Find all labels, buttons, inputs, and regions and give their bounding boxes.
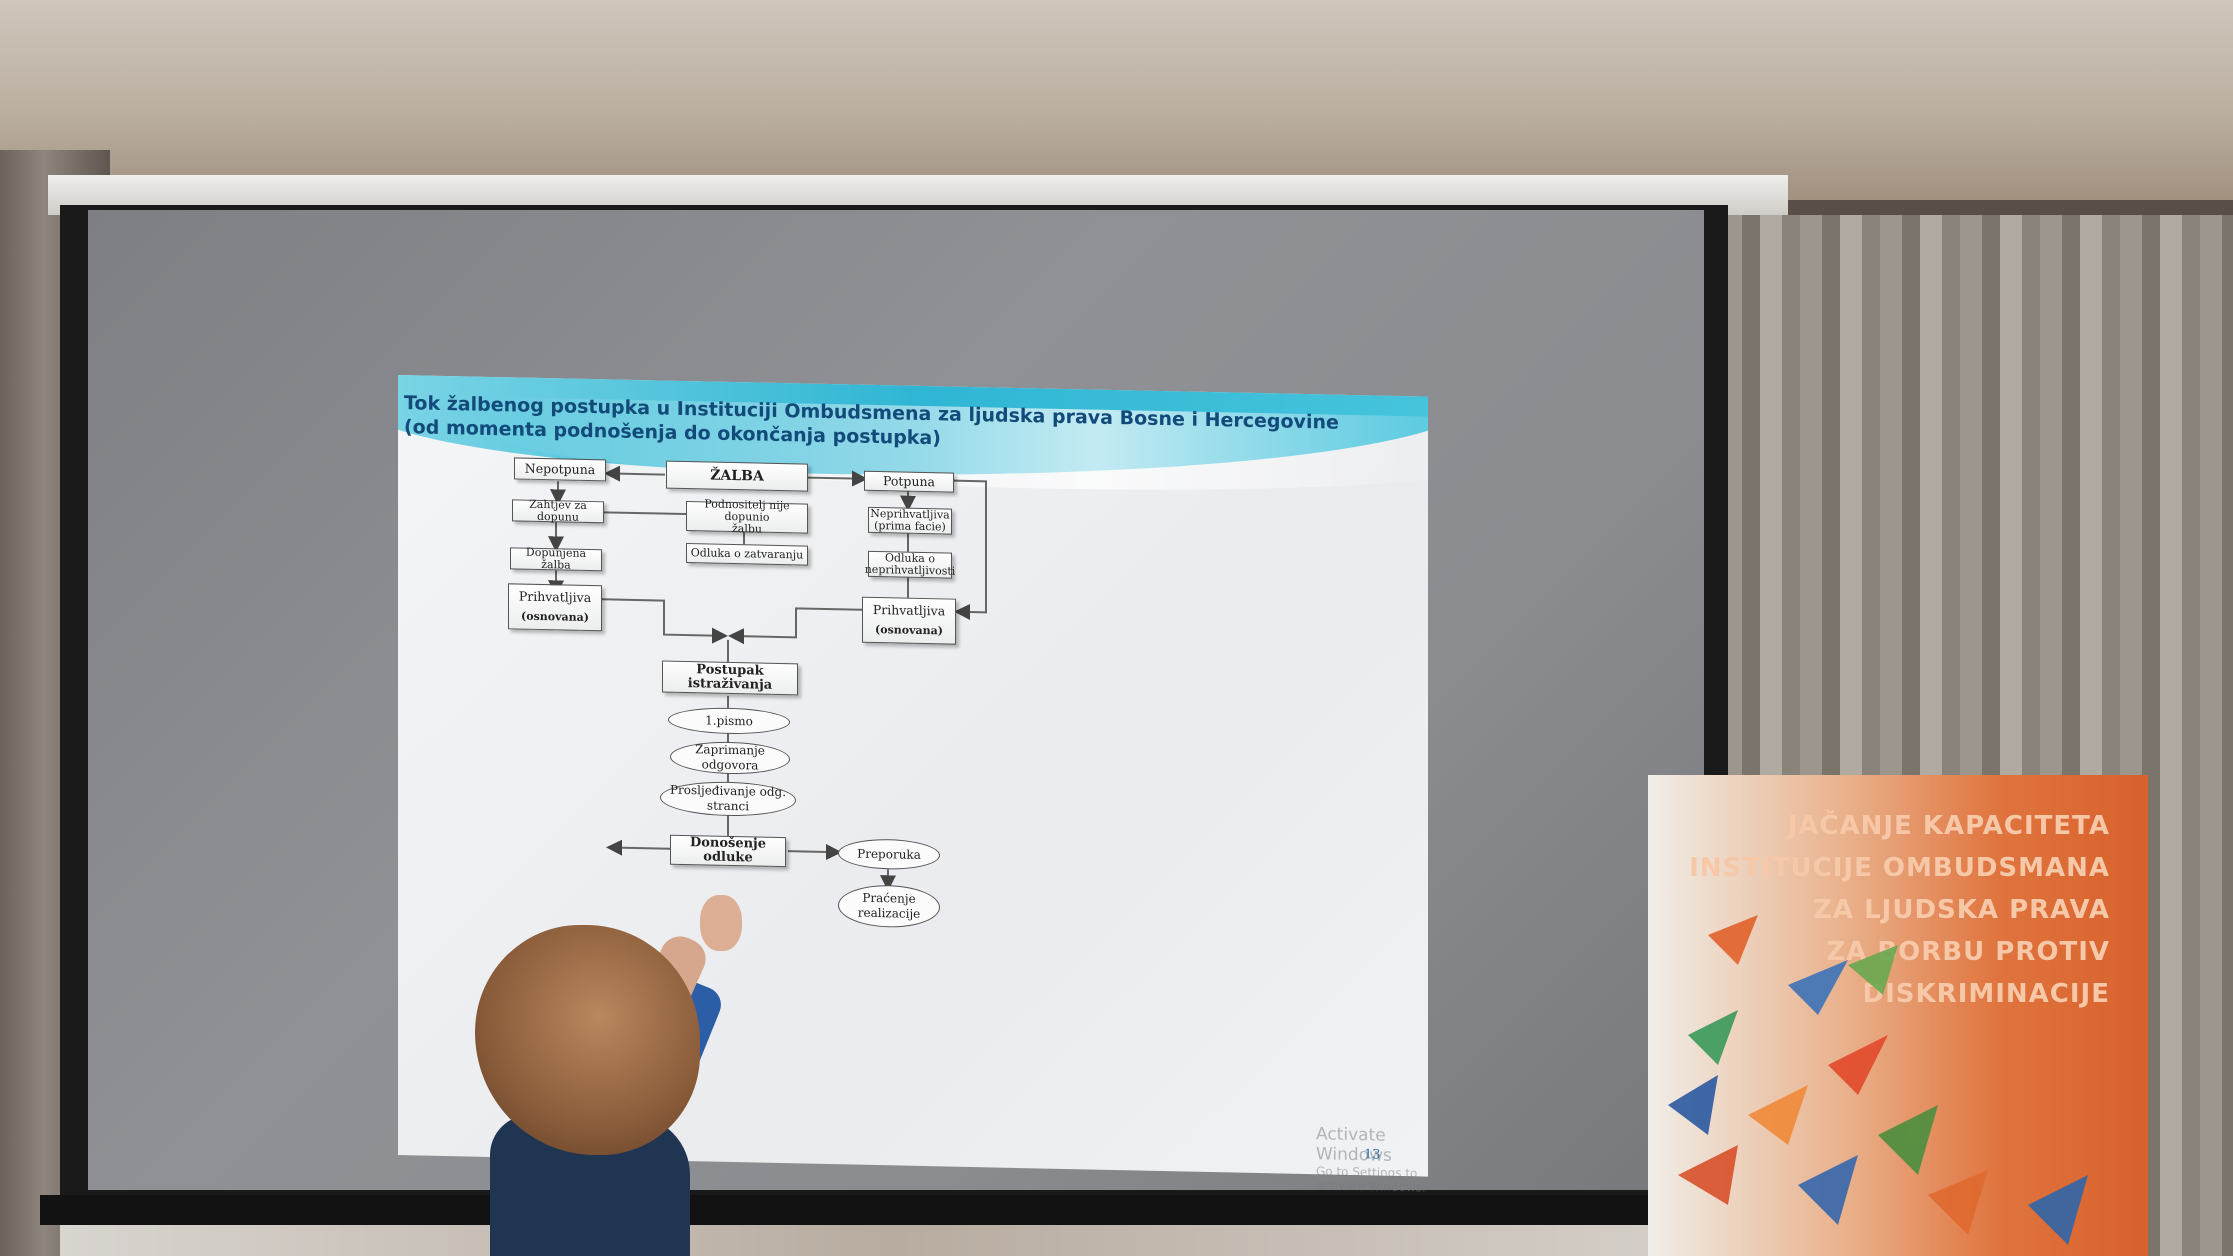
- node-prihvatljiva-right-line-2: (osnovana): [875, 622, 943, 638]
- connector-zahtjev-nije-dopunio: [604, 511, 686, 516]
- node-nije-dopunio-line-1: Podnositelj nije dopunio: [704, 497, 790, 524]
- bird-shape: [2028, 1175, 2088, 1245]
- roll-up-banner: JAČANJE KAPACITETA INSTITUCIJE OMBUDSMAN…: [1648, 775, 2148, 1256]
- screen-bottom-bar: [40, 1195, 1740, 1225]
- node-prosljedivanje-line-1: Prosljeđivanje odg.: [669, 782, 787, 800]
- node-prihvatljiva-right: Prihvatljiva (osnovana): [862, 596, 956, 645]
- node-zalba: ŽALBA: [666, 460, 808, 492]
- node-prihvatljiva-left-line-1: Prihvatljiva: [518, 588, 592, 606]
- bird-shape: [1748, 1085, 1808, 1145]
- node-prihvatljiva-left: Prihvatljiva (osnovana): [508, 583, 602, 632]
- node-odluka-o-zatvaranju: Odluka o zatvaranju: [686, 543, 808, 566]
- node-postupak-istrazivanja: Postupak istraživanja: [662, 660, 798, 696]
- node-donosenje-odluke: Donošenje odluke: [670, 834, 786, 868]
- node-odluka-neprihv-line-2: neprihvatljivosti: [864, 562, 956, 578]
- banner-line-5: DISKRIMINACIJE: [1862, 979, 2110, 1009]
- node-zahtjev-za-dopunu: Zahtjev za dopunu: [512, 498, 604, 524]
- bird-shape: [1878, 1105, 1938, 1175]
- banner-line-2: INSTITUCIJE OMBUDSMANA: [1689, 853, 2110, 883]
- connector-zalba-nepotpuna: [604, 465, 665, 482]
- flowchart-connectors: [548, 465, 987, 892]
- bird-shape: [1688, 1010, 1738, 1065]
- connector-prihvatljiva-right-istrazivanje: [728, 607, 862, 645]
- node-nepotpuna: Nepotpuna: [514, 457, 606, 482]
- bird-shape: [1848, 945, 1898, 995]
- node-nije-dopunio-line-2: žalbu: [732, 521, 762, 536]
- slide-page-number: 13: [1364, 1147, 1381, 1163]
- node-zaprimanje-line-2: odgovora: [701, 757, 759, 773]
- node-pracenje-line-2: realizacije: [857, 905, 921, 921]
- node-nije-dopunio: Podnositelj nije dopunio žalbu: [686, 497, 808, 536]
- node-prosljedivanje-line-2: stranci: [706, 798, 750, 814]
- node-prihvatljiva-left-line-2: (osnovana): [521, 609, 589, 624]
- node-zaprimanje-line-1: Zaprimanje: [695, 742, 765, 758]
- connector-zalba-potpuna: [808, 470, 868, 487]
- node-neprihvatljiva-line-2: (prima facie): [874, 518, 946, 534]
- node-dopunjena-zalba: Dopunjena žalba: [510, 546, 602, 572]
- node-potpuna: Potpuna: [864, 470, 954, 493]
- node-prihvatljiva-right-line-1: Prihvatljiva: [872, 601, 946, 619]
- presenter-head: [475, 925, 700, 1155]
- bird-shape: [1708, 915, 1758, 965]
- bird-shape: [1668, 1075, 1718, 1135]
- node-neprihvatljiva: Neprihvatljiva (prima facie): [868, 506, 952, 535]
- bird-shape: [1678, 1145, 1738, 1205]
- presentation-slide: Tok žalbenog postupka u Instituciji Ombu…: [398, 375, 1428, 1195]
- connector-donosenje-preporuka: [788, 843, 842, 860]
- connector-donosenje-left: [606, 839, 670, 856]
- window-strip: [60, 1225, 1728, 1256]
- bird-shape: [1798, 1155, 1858, 1225]
- bird-shape: [1928, 1170, 1988, 1235]
- presenter-hand: [700, 895, 742, 951]
- origami-birds-graphic: [1668, 915, 2088, 1245]
- ceiling: [0, 0, 2233, 200]
- banner-line-3: ZA LJUDSKA PRAVA: [1813, 895, 2110, 925]
- node-odluka-o-neprihvatljivosti: Odluka o neprihvatljivosti: [865, 550, 955, 579]
- banner-line-1: JAČANJE KAPACITETA: [1787, 811, 2110, 841]
- node-pracenje-line-1: Praćenje: [862, 890, 916, 906]
- bird-shape: [1788, 960, 1848, 1015]
- connector-prihvatljiva-left-istrazivanje: [602, 598, 728, 644]
- bird-shape: [1828, 1035, 1888, 1095]
- connector-potpuna-prihvatljiva: [954, 479, 987, 620]
- watermark-line-2: Go to Settings to activate Windows.: [1316, 1164, 1426, 1195]
